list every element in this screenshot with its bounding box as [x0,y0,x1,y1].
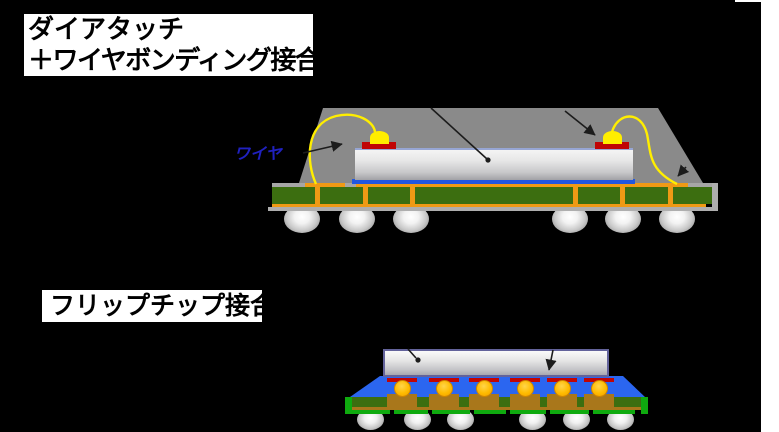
flipchip-substrate-pad [429,394,459,407]
solder-bump [590,380,608,397]
solder-ball [606,409,634,430]
die-attach-adhesive [352,179,635,184]
solder-ball [403,409,431,430]
flipchip-substrate-pad [469,394,499,407]
wire-bond-title-box: ダイアタッチ ＋ワイヤボンディング接合 [22,12,315,78]
wire-label: ワイヤ [234,146,282,163]
flipchip-die [383,349,609,377]
solder-bump [393,380,411,397]
flip-chip-title-label: フリップチップ接合 [50,292,262,320]
wire-bond-title-line1: ダイアタッチ [28,14,185,44]
substrate-right-cap [712,183,718,207]
substrate-bottom-trace [272,204,706,207]
die-chip [355,148,633,180]
flip-chip-title-box: フリップチップ接合 [42,290,262,322]
page-right-margin [761,0,779,432]
solder-resist-segment [432,410,470,414]
flipchip-substrate-pad [510,394,540,407]
wire-ball-bond [369,131,389,144]
solder-resist-segment [394,410,428,414]
solder-ball [446,409,474,430]
flipchip-substrate-pad [387,394,417,407]
die-attach-pad [362,142,396,149]
wire-bond-title-line2: ＋ワイヤボンディング接合 [28,45,315,75]
solder-resist-segment [510,410,546,414]
substrate-via [619,187,625,204]
substrate-top-pad [345,183,356,187]
substrate-top-pad [688,183,713,187]
substrate-via [409,187,415,204]
solder-bump [475,380,493,397]
flipchip-substrate-trace [345,407,648,410]
solder-resist-segment [352,410,390,414]
solder-ball [518,409,546,430]
substrate-via [314,187,320,204]
substrate-top-trace [272,183,713,187]
solder-resist-segment [550,410,589,414]
page-top-margin-sliver [735,0,779,2]
substrate-via [572,187,578,204]
substrate-top-pad [272,183,305,187]
substrate-via [667,187,673,204]
substrate-base-edge [268,207,718,211]
substrate-via [362,187,368,204]
flipchip-substrate-pad [547,394,577,407]
solder-bump [435,380,453,397]
solder-bump [516,380,534,397]
flipchip-substrate-right-cap [641,397,648,414]
solder-bump [553,380,571,397]
flipchip-substrate-left-cap [345,397,352,414]
solder-resist-segment [593,410,635,414]
solder-ball [562,409,590,430]
solder-resist-segment [474,410,506,414]
wire-ball-bond [602,131,622,144]
substrate-core [272,187,713,204]
solder-ball [356,409,384,430]
flipchip-substrate-pad [584,394,614,407]
